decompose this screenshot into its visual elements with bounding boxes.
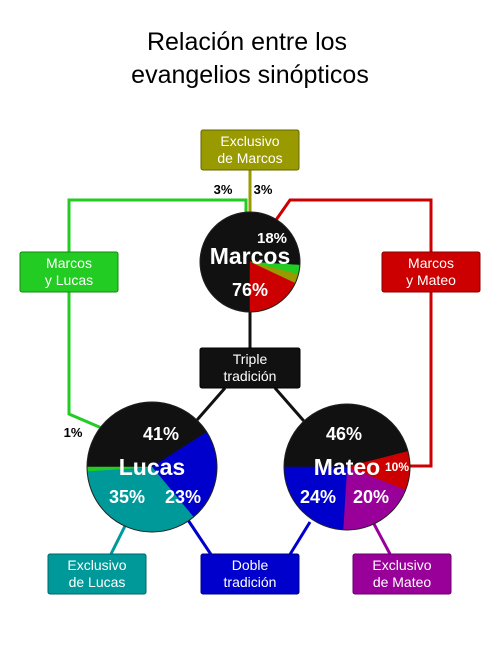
pct-marcos-exclusivo: 3% [254, 182, 273, 197]
pie-name-lucas: Lucas [119, 454, 185, 480]
box-doble-tradicion: Doble tradición [200, 553, 300, 595]
pct-marcos-mateo: 18% [257, 230, 287, 247]
box-triple-line1: Triple [233, 351, 268, 367]
pie-lucas [86, 401, 218, 533]
pct-mateo-triple: 46% [326, 424, 362, 444]
marcos-pie-outline [199, 211, 301, 313]
box-exclusivo-mateo-line1: Exclusivo [372, 557, 431, 573]
mateo-pie-outline [283, 403, 411, 531]
connector-marcos-lucas [67, 198, 248, 444]
box-exclusivo-marcos-line2: de Marcos [217, 150, 282, 166]
pie-name-marcos: Marcos [210, 243, 291, 269]
connector-exclusivo-mateo [372, 523, 392, 555]
connectors [67, 170, 433, 557]
pct-marcos-triple: 76% [232, 280, 268, 300]
connector-doble-lucas [186, 519, 214, 557]
connector-marcos-mateo [274, 198, 433, 468]
pct-lucas-marcos: 1% [64, 425, 83, 440]
box-triple-line2: tradición [224, 368, 277, 384]
pie-mateo [283, 403, 411, 531]
pct-lucas-exclusivo: 35% [109, 487, 145, 507]
box-exclusivo-lucas: Exclusivo de Lucas [47, 553, 147, 595]
box-exclusivo-marcos: Exclusivo de Marcos [200, 129, 300, 171]
box-doble-line1: Doble [232, 557, 269, 573]
box-doble-line2: tradición [224, 574, 277, 590]
box-marcos-mateo-line2: y Mateo [406, 272, 456, 288]
box-exclusivo-mateo: Exclusivo de Mateo [352, 553, 452, 595]
lucas-pie-outline [86, 401, 218, 533]
box-marcos-mateo-line1: Marcos [408, 255, 454, 271]
box-marcos-mateo: Marcos y Mateo [381, 251, 481, 293]
pct-mateo-doble: 24% [300, 487, 336, 507]
connector-exclusivo-lucas [109, 523, 128, 555]
connector-doble-mateo [287, 521, 312, 557]
box-exclusivo-lucas-line2: de Lucas [69, 574, 126, 590]
pct-lucas-triple: 41% [143, 424, 179, 444]
pie-marcos [199, 211, 301, 313]
box-triple-tradicion: Triple tradición [199, 347, 301, 389]
box-exclusivo-lucas-line1: Exclusivo [67, 557, 126, 573]
title-line-1: Relación entre los [147, 28, 347, 56]
box-marcos-lucas-line2: y Lucas [45, 272, 93, 288]
pct-marcos-lucas: 3% [214, 182, 233, 197]
box-exclusivo-mateo-line2: de Mateo [373, 574, 432, 590]
title-line-2: evangelios sinópticos [131, 61, 369, 89]
box-marcos-lucas: Marcos y Lucas [19, 251, 119, 293]
pct-mateo-exclusivo: 20% [353, 487, 389, 507]
box-exclusivo-marcos-line1: Exclusivo [220, 133, 279, 149]
box-marcos-lucas-line1: Marcos [46, 255, 92, 271]
pct-lucas-doble: 23% [165, 487, 201, 507]
pct-mateo-marcos: 10% [385, 460, 409, 474]
pie-name-mateo: Mateo [314, 454, 380, 480]
